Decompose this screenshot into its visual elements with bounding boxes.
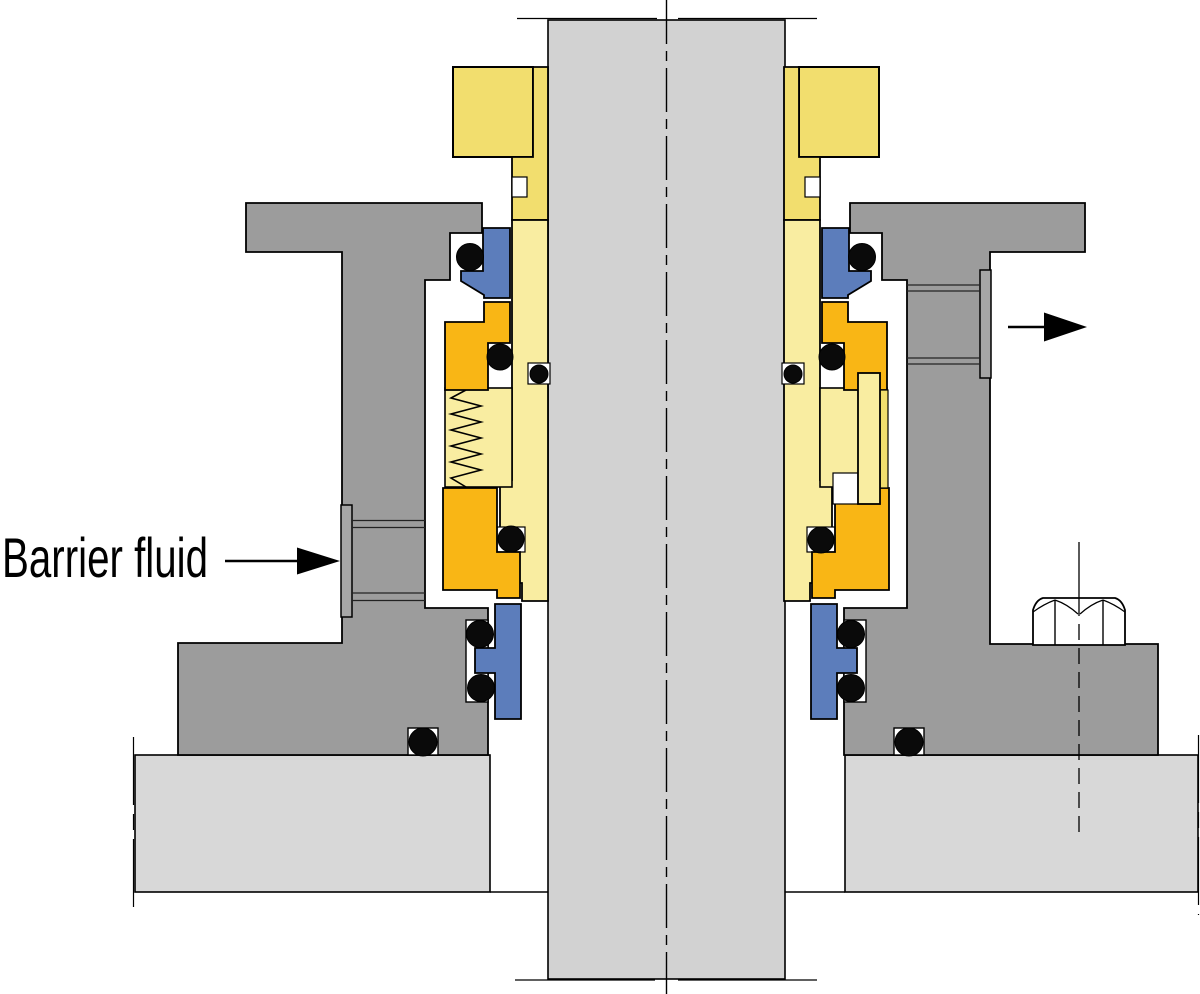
drive-collar-right: [798, 66, 880, 158]
barrier-inlet-port-boss: [340, 504, 353, 618]
barrier-fluid-label: Barrier fluid: [2, 526, 208, 589]
o-ring: [466, 620, 494, 648]
barrier-fluid-callout: Barrier fluid: [2, 526, 340, 589]
hex-chamfer-arc: [1102, 599, 1126, 613]
pump-housing: [132, 735, 1200, 915]
seat-lower-left: [474, 603, 522, 720]
seat-upper-left: [460, 227, 511, 299]
seal-face-lower-right: [811, 487, 890, 599]
seat-upper-right: [821, 227, 872, 299]
hex-chamfer-arc: [1032, 599, 1056, 613]
gland-right: [843, 202, 1159, 756]
pump-housing-left: [134, 754, 491, 893]
gland-left: [177, 202, 489, 756]
pump-housing-right: [844, 754, 1199, 893]
o-ring: [467, 674, 495, 702]
o-ring: [486, 343, 514, 371]
compression-spring: [447, 389, 485, 488]
barrier-arrow-head: [297, 547, 340, 575]
gland-bolt: [1032, 542, 1126, 832]
outlet-arrow-head: [1044, 312, 1087, 342]
o-ring: [818, 343, 846, 371]
hex-chamfer-arc: [1079, 599, 1104, 615]
o-ring: [497, 525, 525, 553]
sleeve-notch-left: [511, 176, 528, 198]
pin-strip: [879, 389, 889, 489]
o-ring: [894, 727, 924, 757]
seal-cartridge-right: [781, 66, 924, 757]
o-ring: [456, 243, 484, 271]
drive-pin: [857, 372, 881, 505]
o-ring: [848, 243, 876, 271]
o-ring: [783, 364, 803, 384]
o-ring: [529, 364, 549, 384]
o-ring: [837, 674, 865, 702]
o-ring: [408, 727, 438, 757]
seal-face-upper-left: [444, 301, 511, 391]
seal-face-lower-left: [442, 487, 521, 599]
outlet-port-boss: [979, 269, 992, 379]
hex-chamfer-arc: [1054, 599, 1079, 615]
seal-cartridge-left: [408, 66, 551, 757]
seat-lower-right: [810, 603, 858, 720]
sleeve-notch-right: [804, 176, 821, 198]
o-ring: [807, 526, 835, 554]
outlet-arrow: [1008, 312, 1087, 342]
drive-collar-left: [452, 66, 534, 158]
pin-notch: [832, 472, 859, 505]
o-ring: [837, 620, 865, 648]
hex-bolt-head: [1032, 597, 1126, 646]
